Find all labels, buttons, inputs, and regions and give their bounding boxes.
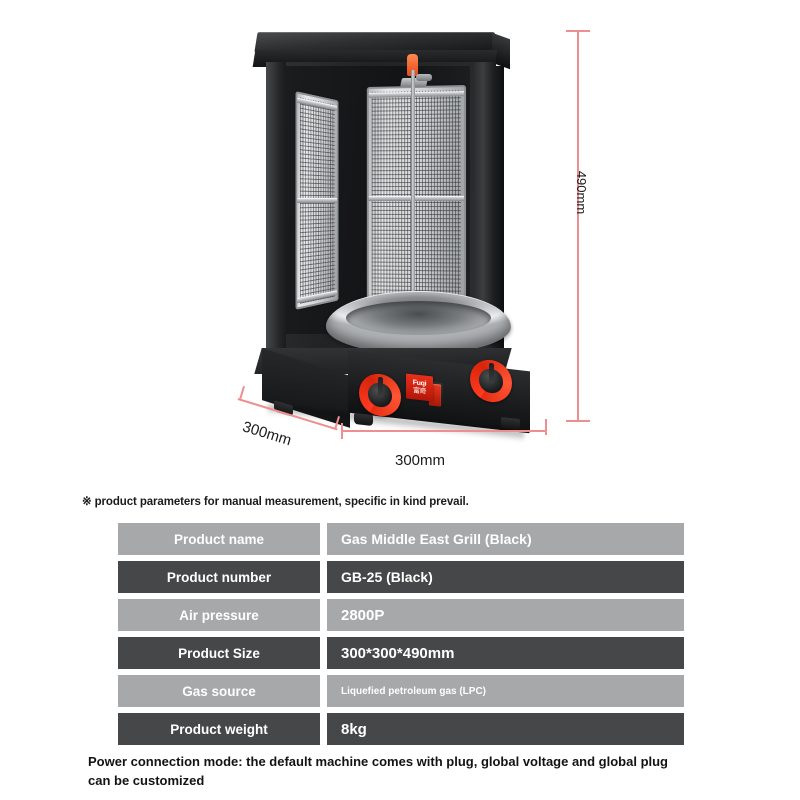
machine-foot-right: [501, 417, 520, 430]
table-row: Product number GB-25 (Black): [118, 561, 684, 593]
machine-foot-center: [354, 413, 373, 426]
table-row: Product Size 300*300*490mm: [118, 637, 684, 669]
spec-label: Gas source: [118, 675, 320, 707]
spec-value: Liquefied petroleum gas (LPC): [327, 675, 684, 707]
burner-band-left-mid: [295, 197, 339, 204]
depth-dimension-cap-near: [238, 386, 246, 400]
rotisserie-spit-rod: [411, 70, 415, 318]
frame-right-edge: [494, 66, 504, 366]
specification-table: Product name Gas Middle East Grill (Blac…: [118, 523, 684, 751]
width-dimension-label: 300mm: [395, 452, 446, 469]
burner-band-right-mid: [366, 195, 467, 202]
spec-label: Product name: [118, 523, 320, 555]
spec-value: 300*300*490mm: [327, 637, 684, 669]
spec-value: GB-25 (Black): [327, 561, 684, 593]
table-row: Gas source Liquefied petroleum gas (LPC): [118, 675, 684, 707]
knob-pointer-left: [377, 376, 383, 397]
frame-post-left: [266, 62, 286, 362]
knob-pointer-right: [488, 362, 494, 383]
spec-label: Product weight: [118, 713, 320, 745]
spec-label: Product Size: [118, 637, 320, 669]
spit-wing-nut: [416, 74, 432, 81]
width-dimension-cap-left: [341, 423, 343, 439]
height-dimension-line: [577, 30, 579, 422]
spec-value: 2800P: [327, 599, 684, 631]
table-row: Air pressure 2800P: [118, 599, 684, 631]
spec-value: Gas Middle East Grill (Black): [327, 523, 684, 555]
brand-badge-chinese: 富奇: [413, 387, 426, 396]
grill-machine-illustration: Fuqi 富奇: [248, 26, 538, 442]
spit-top-knob: [407, 54, 418, 76]
height-dimension-cap-top: [566, 30, 590, 32]
table-row: Product weight 8kg: [118, 713, 684, 745]
height-dimension-cap-bottom: [566, 420, 590, 422]
width-dimension-line: [341, 430, 547, 432]
drip-bowl-inner: [346, 301, 491, 335]
spec-value: 8kg: [327, 713, 684, 745]
product-photo: Fuqi 富奇 490mm 300mm 300mm: [0, 0, 800, 485]
ceramic-burner-panel-left: [295, 91, 339, 310]
width-dimension-cap-right: [545, 419, 547, 435]
top-lid-surface: [254, 32, 496, 52]
height-dimension-label: 490mm: [574, 170, 590, 215]
frame-post-right: [474, 62, 496, 364]
table-row: Product name Gas Middle East Grill (Blac…: [118, 523, 684, 555]
ceramic-burner-panel-right: [366, 85, 467, 313]
stainless-drip-bowl: [326, 291, 511, 354]
measurement-note: ※ product parameters for manual measurem…: [82, 496, 469, 508]
brand-badge: Fuqi 富奇: [406, 373, 433, 402]
brand-badge-latin: Fuqi: [412, 379, 427, 388]
spec-label: Product number: [118, 561, 320, 593]
power-connection-note: Power connection mode: the default machi…: [88, 754, 668, 788]
spec-label: Air pressure: [118, 599, 320, 631]
